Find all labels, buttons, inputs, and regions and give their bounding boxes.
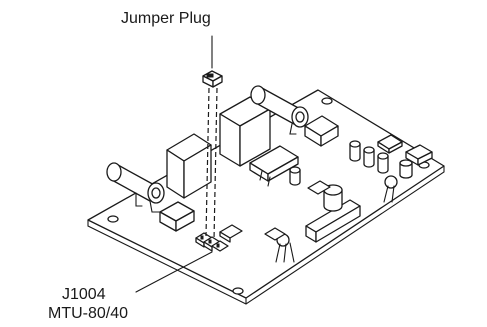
leader-line-j1004 <box>135 251 213 293</box>
j1004-header <box>195 224 243 252</box>
block-component-right <box>304 115 339 147</box>
transformer-right <box>219 96 271 167</box>
jumper-plug-icon <box>202 70 223 88</box>
cylinder-right <box>250 85 309 135</box>
cylinder-left <box>106 162 165 213</box>
block-component-left <box>159 201 195 232</box>
model-label: MTU-80/40 <box>48 305 129 322</box>
j1004-label: J1004 <box>62 286 106 303</box>
jumper-plug-label: Jumper Plug <box>121 10 211 27</box>
transformer-left <box>166 133 212 199</box>
insertion-guide-line <box>205 87 210 237</box>
transistors <box>264 175 398 263</box>
capacitors <box>289 140 413 212</box>
insertion-guide-line <box>213 87 218 241</box>
chips-right <box>307 134 433 195</box>
chip-center <box>249 145 299 187</box>
